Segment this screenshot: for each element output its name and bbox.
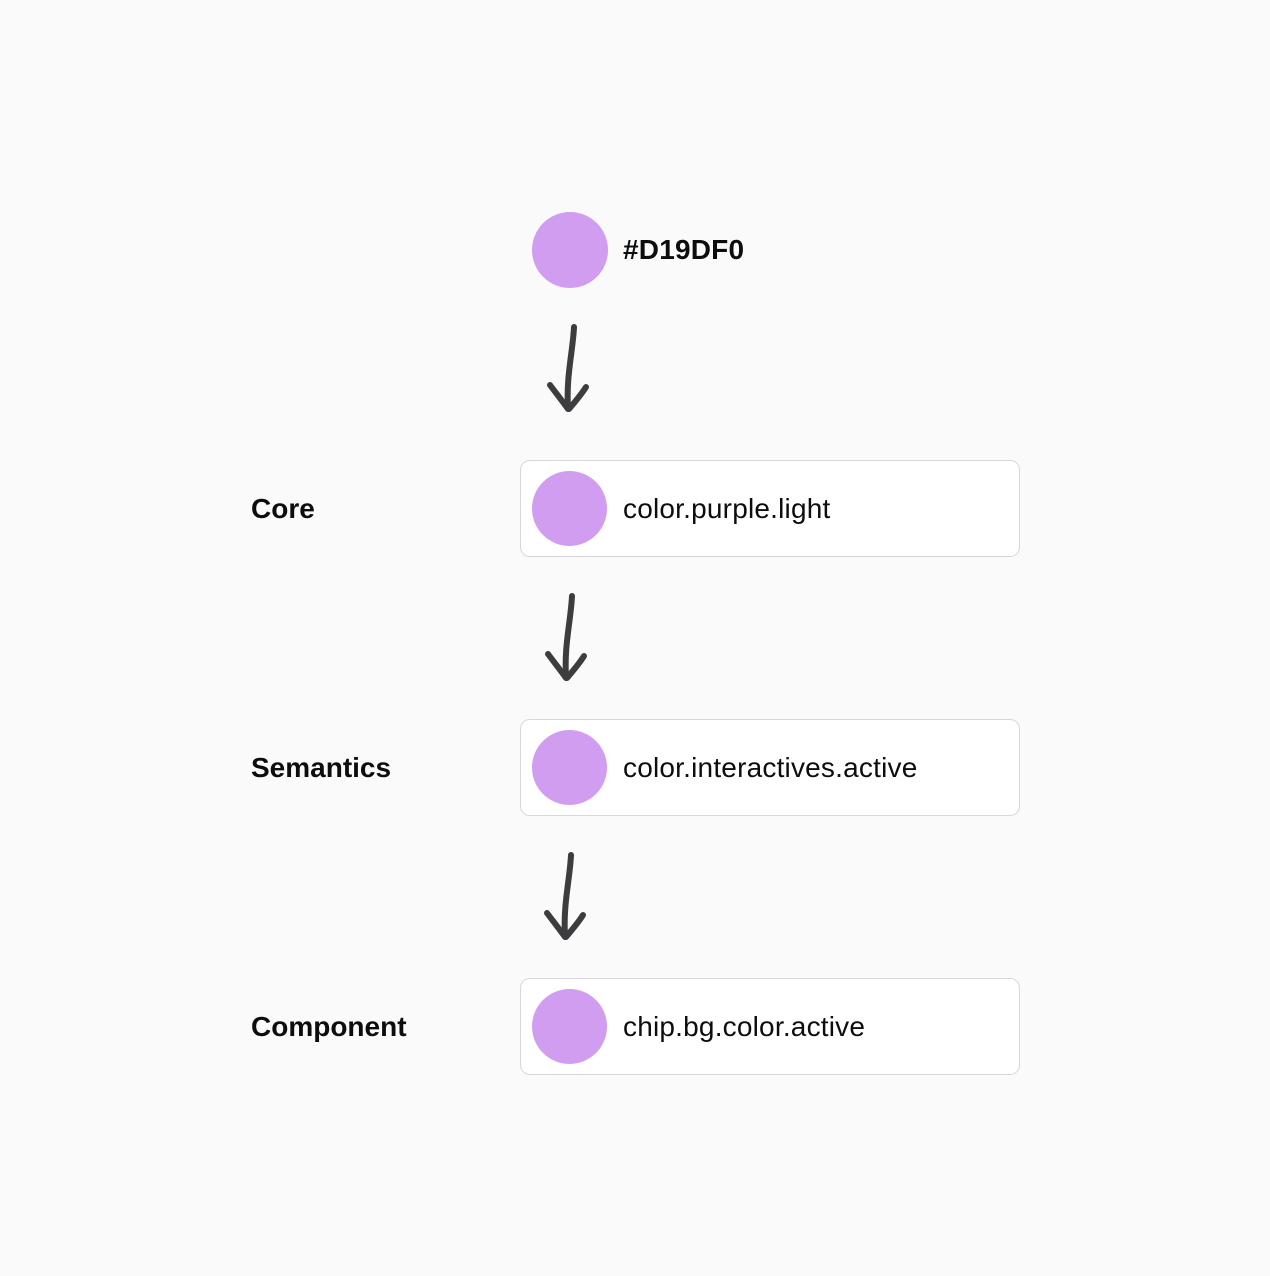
token-name-label: color.interactives.active xyxy=(623,751,918,783)
token-row-semantics: Semantics color.interactives.active xyxy=(0,719,1270,816)
row-label-semantics: Semantics xyxy=(251,751,392,783)
row-label-core: Core xyxy=(251,492,315,524)
token-name-label: chip.bg.color.active xyxy=(623,1010,866,1042)
color-swatch-circle xyxy=(532,471,607,546)
raw-color-swatch-row: #D19DF0 xyxy=(532,212,744,288)
down-arrow-icon xyxy=(541,591,591,686)
token-chip-component: chip.bg.color.active xyxy=(520,978,1020,1075)
token-chip-core: color.purple.light xyxy=(520,460,1020,557)
token-row-component: Component chip.bg.color.active xyxy=(0,978,1270,1075)
down-arrow-icon xyxy=(540,850,590,945)
token-row-core: Core color.purple.light xyxy=(0,460,1270,557)
color-swatch-circle xyxy=(532,730,607,805)
color-swatch-circle xyxy=(532,989,607,1064)
color-swatch-circle xyxy=(532,212,608,288)
down-arrow-icon xyxy=(543,322,593,417)
hex-value-label: #D19DF0 xyxy=(623,234,745,265)
row-label-component: Component xyxy=(251,1010,407,1042)
token-name-label: color.purple.light xyxy=(623,492,831,524)
token-chip-semantics: color.interactives.active xyxy=(520,719,1020,816)
